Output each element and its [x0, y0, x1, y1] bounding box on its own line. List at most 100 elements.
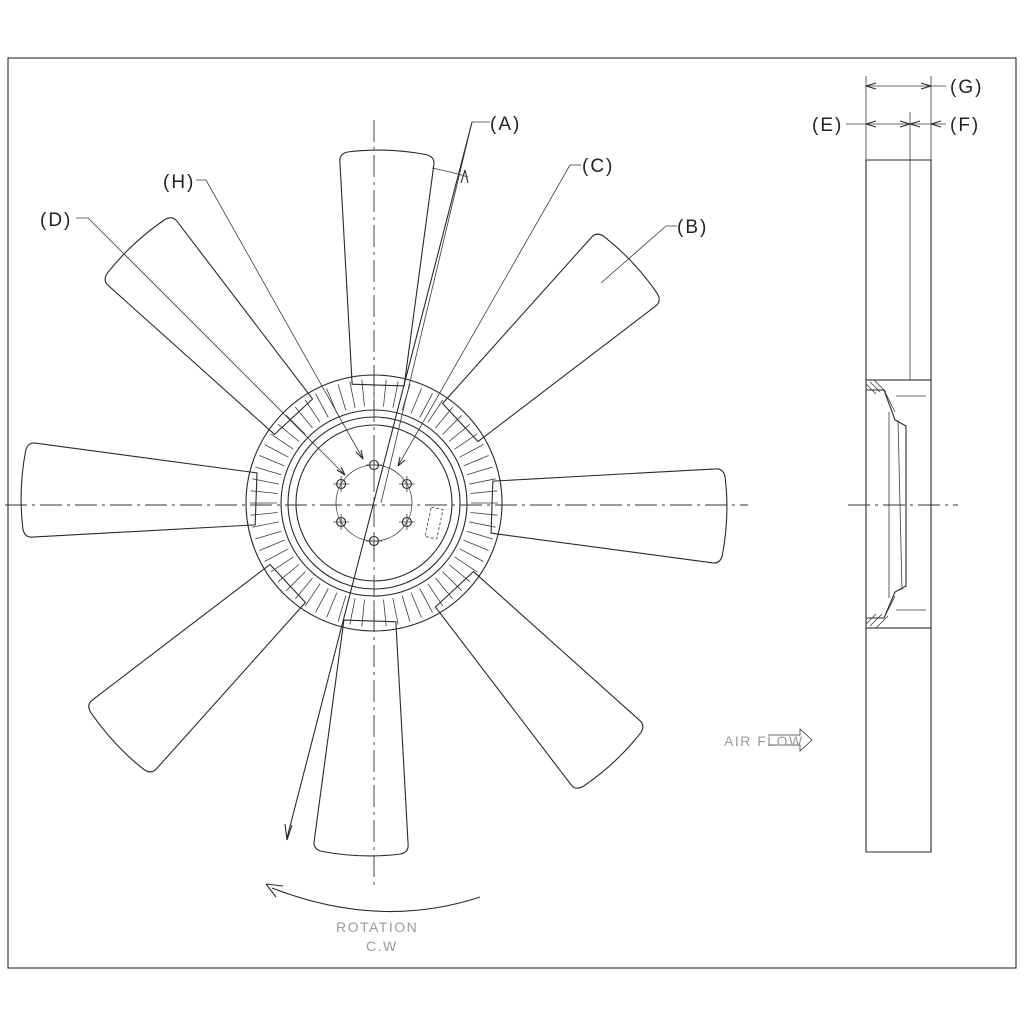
hub-fin: [470, 490, 498, 494]
hub-fin: [383, 379, 387, 407]
hub-fin: [427, 399, 444, 423]
hub-fin: [250, 490, 278, 494]
bolt-hole: [398, 476, 415, 492]
callout-e: (E): [812, 115, 843, 136]
hub-fin: [466, 466, 493, 476]
hub-fin: [252, 478, 279, 485]
rotation-label: ROTATION: [336, 919, 418, 935]
front-view: [5, 120, 748, 913]
air-flow-arrow: [768, 728, 813, 752]
bolt-hole: [333, 514, 350, 530]
hub-fin: [294, 406, 313, 429]
fan-blade: [313, 619, 409, 857]
leader-h-arrow: [355, 449, 364, 460]
hub-fin: [286, 571, 306, 591]
fan-blade: [104, 217, 314, 436]
callout-c: (C): [582, 156, 614, 177]
hub-fin: [419, 393, 433, 418]
hub-fin: [304, 583, 321, 607]
hub-fin: [294, 577, 313, 600]
leader-d-arrow: [336, 466, 346, 476]
callout-b: (B): [677, 217, 708, 238]
leader-a: [380, 121, 490, 504]
hub-fin: [270, 556, 294, 573]
fan-blades: [20, 149, 728, 857]
hub-fin: [448, 423, 471, 442]
hub-fin: [448, 564, 471, 583]
fan-blade: [441, 233, 660, 443]
callout-a: (A): [490, 114, 521, 135]
hub-fin: [454, 556, 478, 573]
air-flow-label: AIR FLOW: [724, 733, 804, 749]
hub-fin: [435, 577, 454, 600]
hub-fin: [304, 399, 321, 423]
leader-h: [196, 179, 364, 460]
hub-fin: [315, 393, 329, 418]
rotation-arrowhead: [265, 883, 284, 898]
hub-fin: [469, 478, 496, 485]
bolt-holes: [333, 457, 415, 549]
bolt-hole: [398, 514, 415, 530]
hub-fin: [255, 530, 282, 540]
hub-fin: [435, 406, 454, 429]
hub-fin: [454, 433, 478, 450]
hub-fin: [401, 595, 411, 622]
hub-fin: [470, 512, 498, 516]
fan-blade: [20, 442, 258, 538]
side-hub-web: [883, 389, 903, 619]
hub-fin: [463, 539, 489, 551]
hub-fin: [410, 592, 422, 618]
hub-fin: [419, 588, 433, 613]
hub-fin: [469, 521, 496, 528]
hub-fin: [337, 384, 347, 411]
hub-fin: [459, 444, 484, 458]
hub-fin: [277, 564, 300, 583]
hub-fin: [442, 571, 462, 591]
side-blade-upper: [865, 159, 932, 381]
hub-part-label-slot: [424, 506, 444, 540]
side-hub-section-hatch: [865, 379, 889, 629]
hub-fin: [442, 415, 462, 435]
hub-fin: [270, 433, 294, 450]
hub-fin: [361, 379, 365, 407]
diameter-arrowhead-bottom: [284, 823, 293, 841]
callout-g: (G): [950, 77, 983, 98]
drawing-border: [7, 57, 1017, 969]
hub-fin: [361, 599, 365, 627]
hub-fin: [259, 455, 285, 467]
hub-fin: [337, 595, 347, 622]
blade-tip-arc: [431, 167, 469, 178]
hub-fin: [349, 381, 356, 408]
hub-fin: [383, 599, 387, 627]
side-view: [846, 76, 958, 853]
bolt-hole: [333, 476, 350, 492]
hub-fin: [427, 583, 444, 607]
leader-c: [397, 164, 581, 467]
hub-fin: [326, 592, 338, 618]
callout-f: (F): [950, 115, 980, 136]
hub-fin: [392, 381, 399, 408]
fan-blade: [339, 149, 435, 387]
hub-fin: [286, 415, 306, 435]
hub-fin: [463, 455, 489, 467]
hub-fin: [410, 388, 422, 414]
leader-d: [76, 217, 346, 476]
hub-fin: [459, 548, 484, 562]
side-blade-lower: [865, 627, 932, 853]
rotation-direction-label: C.W: [366, 938, 398, 954]
hub-fin: [349, 598, 356, 625]
side-hub-profile-inner: [888, 395, 926, 611]
hub-fin: [264, 444, 289, 458]
leader-c-arrow: [397, 456, 406, 467]
fan-blade: [88, 563, 307, 773]
callout-d: (D): [40, 210, 72, 231]
diameter-leader-line: [286, 121, 473, 839]
hub-fin: [277, 423, 300, 442]
fan-blade: [434, 570, 644, 789]
callout-h: (H): [163, 172, 195, 193]
hub-fin: [255, 466, 282, 476]
hub-fin: [259, 539, 285, 551]
leader-b: [600, 225, 677, 284]
hub-fin: [315, 588, 329, 613]
